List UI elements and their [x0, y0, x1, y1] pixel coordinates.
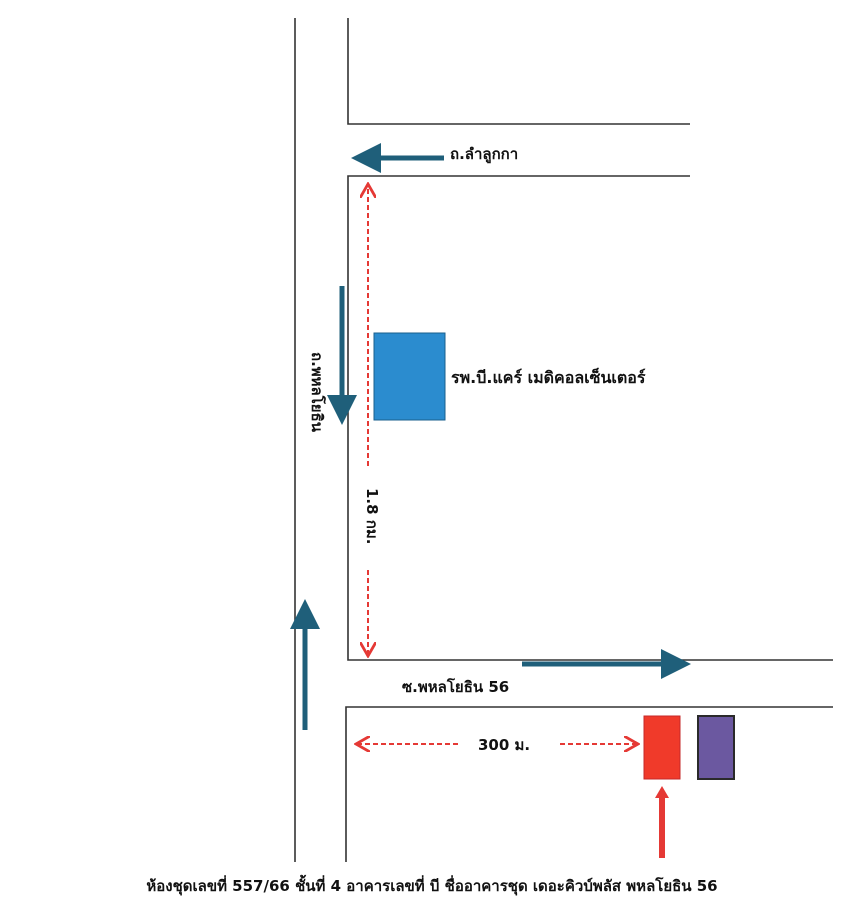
- block-bottom-edge: [345, 706, 833, 862]
- direction-arrows: [290, 143, 691, 730]
- hospital-label: รพ.บี.แคร์ เมดิคอลเซ็นเตอร์: [451, 366, 646, 387]
- soi-label: ซ.พหลโยธิน 56: [402, 677, 509, 696]
- location-pointer-arrowhead: [655, 786, 669, 798]
- map-caption: ห้องชุดเลขที่ 557/66 ชั้นที่ 4 อาคารเลขท…: [146, 877, 718, 895]
- distance-long-label: 1.8 กม.: [363, 488, 381, 544]
- target-building: [643, 715, 681, 780]
- road-main-label: ถ.พหลโยธิน: [308, 352, 327, 433]
- road-lines: [294, 18, 833, 862]
- neighbor-building: [697, 715, 735, 780]
- distance-short-label: 300 ม.: [478, 736, 530, 754]
- distance-markers: [358, 186, 636, 744]
- hospital-building: [373, 332, 446, 421]
- road-top-label: ถ.ลำลูกกา: [450, 145, 518, 164]
- block-top-edge: [347, 18, 690, 125]
